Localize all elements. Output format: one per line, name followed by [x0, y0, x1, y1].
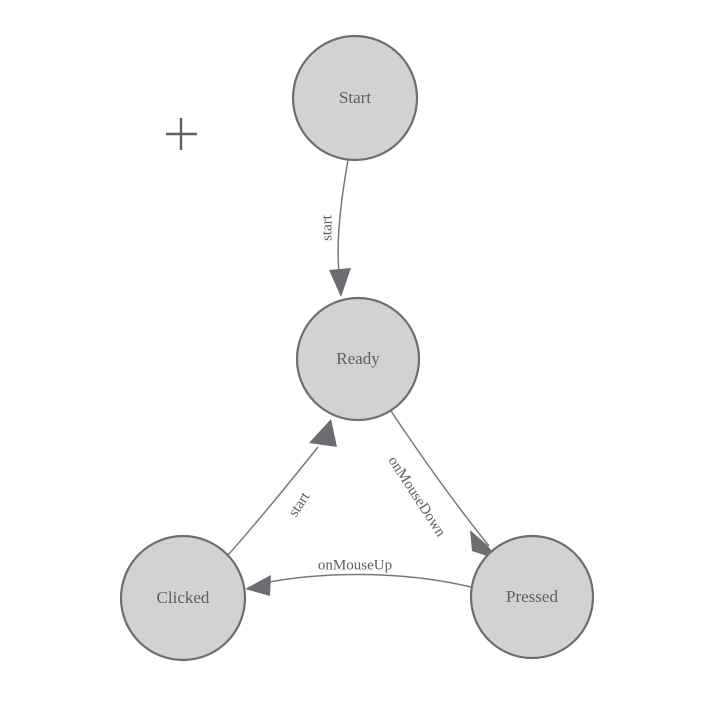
node-clicked-circle [119, 534, 247, 662]
edge-path-start-to-ready [337, 159, 349, 274]
arrowhead-clicked-to-ready [309, 419, 337, 447]
edge-path-ready-to-pressed [390, 410, 490, 547]
node-pressed-label: Pressed [506, 587, 558, 606]
edge-path-pressed-to-clicked [263, 573, 472, 588]
edge-label-ready-to-pressed: onMouseDown [385, 454, 449, 541]
edge-path-clicked-to-ready [227, 446, 319, 556]
edge-ready-to-pressed[interactable]: onMouseDown [385, 410, 499, 560]
arrowhead-pressed-to-clicked [245, 575, 271, 596]
crosshair-marker [166, 118, 197, 150]
edge-label-pressed-to-clicked: onMouseUp [318, 557, 392, 573]
arrowhead-start-to-ready [329, 268, 351, 297]
node-start-label: Start [339, 88, 371, 107]
node-pressed[interactable]: Pressed [469, 534, 595, 660]
node-ready-label: Ready [336, 349, 380, 368]
node-ready-circle [295, 296, 421, 422]
node-pressed-circle [469, 534, 595, 660]
edge-start-to-ready[interactable]: start [319, 159, 351, 297]
edge-label-start-to-ready: start [319, 214, 335, 241]
node-ready[interactable]: Ready [295, 296, 421, 422]
edge-clicked-to-ready[interactable]: start [227, 419, 337, 556]
node-clicked-label: Clicked [157, 588, 210, 607]
node-start[interactable]: Start [291, 34, 419, 162]
edge-pressed-to-clicked[interactable]: onMouseUp [245, 557, 472, 596]
node-clicked[interactable]: Clicked [119, 534, 247, 662]
node-start-circle [291, 34, 419, 162]
edge-label-clicked-to-ready: start [286, 489, 314, 520]
